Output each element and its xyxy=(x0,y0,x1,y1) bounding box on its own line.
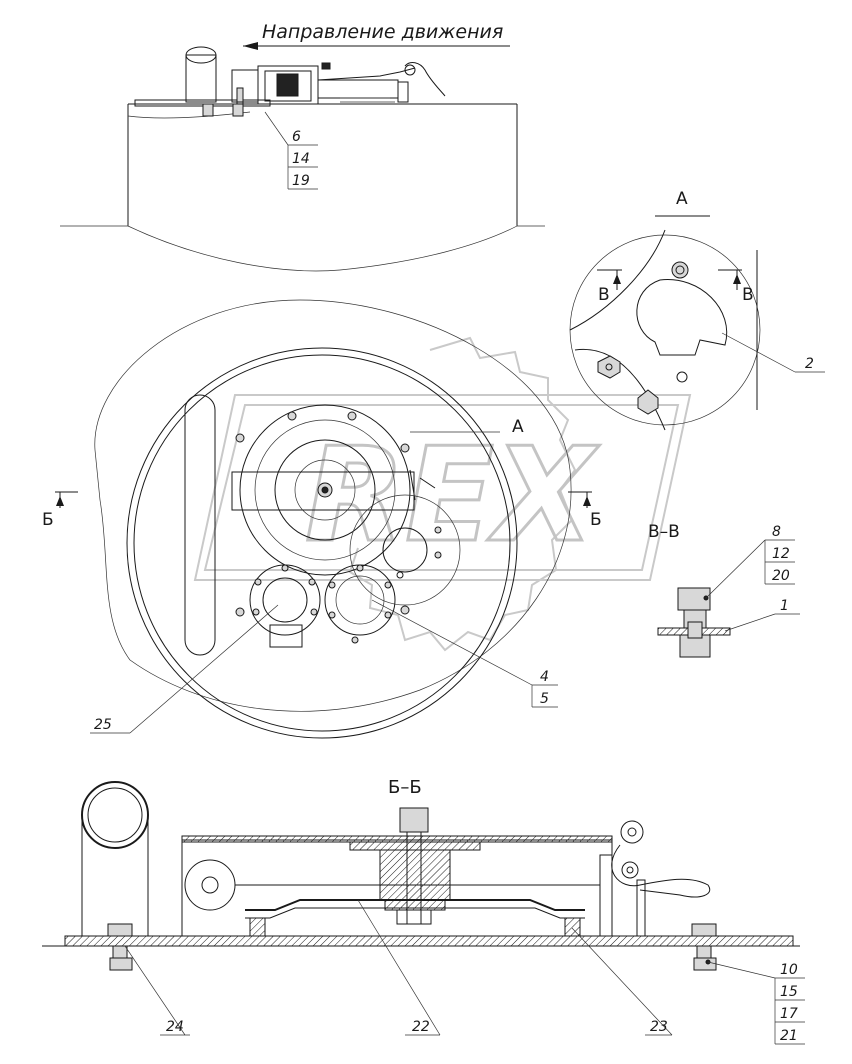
section-b-left: Б xyxy=(42,510,54,530)
section-vv-title: В–В xyxy=(648,522,680,542)
callout-17: 17 xyxy=(780,1006,798,1022)
section-bb-view: Б–Б xyxy=(42,777,805,1045)
section-bb-title: Б–Б xyxy=(388,777,422,798)
detail-a-view: А В В 2 xyxy=(569,189,825,431)
callout-21: 21 xyxy=(780,1028,798,1044)
plan-label-a: А xyxy=(512,417,524,437)
callout-15: 15 xyxy=(780,984,798,1000)
callout-5: 5 xyxy=(540,691,549,707)
callout-8: 8 xyxy=(772,524,781,540)
callout-25: 25 xyxy=(94,717,112,733)
direction-label: Направление движения xyxy=(262,21,503,43)
callout-22: 22 xyxy=(412,1019,430,1035)
callout-4: 4 xyxy=(540,669,549,685)
callout-19: 19 xyxy=(292,173,310,189)
detail-a-title: А xyxy=(676,189,688,209)
callout-24: 24 xyxy=(166,1019,184,1035)
watermark-text: REX xyxy=(305,419,600,571)
callout-2: 2 xyxy=(805,356,814,372)
callout-10: 10 xyxy=(780,962,798,978)
callout-6: 6 xyxy=(292,129,301,145)
section-v-left: В xyxy=(598,285,610,305)
callout-23: 23 xyxy=(650,1019,668,1035)
callout-14: 14 xyxy=(292,151,310,167)
callout-1: 1 xyxy=(780,598,789,614)
callout-20: 20 xyxy=(772,568,790,584)
section-b-right: Б xyxy=(590,510,602,530)
section-v-right: В xyxy=(742,285,754,305)
rex-watermark-logo: REX xyxy=(193,336,692,652)
section-vv-view: В–В 8 12 20 1 xyxy=(648,522,800,658)
side-elevation-view: Направление движения xyxy=(60,21,545,272)
callout-12: 12 xyxy=(772,546,790,562)
plan-view: А Б Б 4 5 25 xyxy=(42,299,602,739)
